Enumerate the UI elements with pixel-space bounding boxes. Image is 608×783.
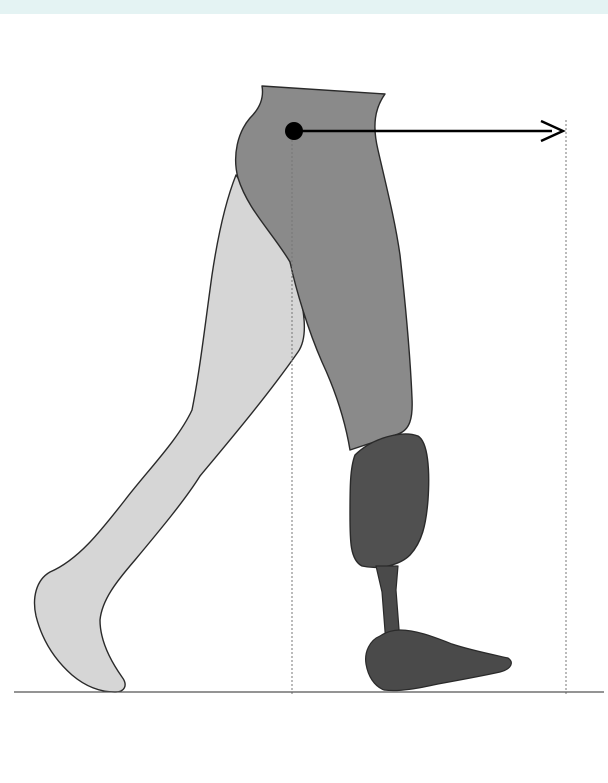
prosthetic-socket	[350, 434, 429, 567]
sound-leg	[35, 175, 305, 692]
prosthetic-foot	[366, 630, 512, 691]
center-of-mass-marker	[285, 122, 303, 140]
